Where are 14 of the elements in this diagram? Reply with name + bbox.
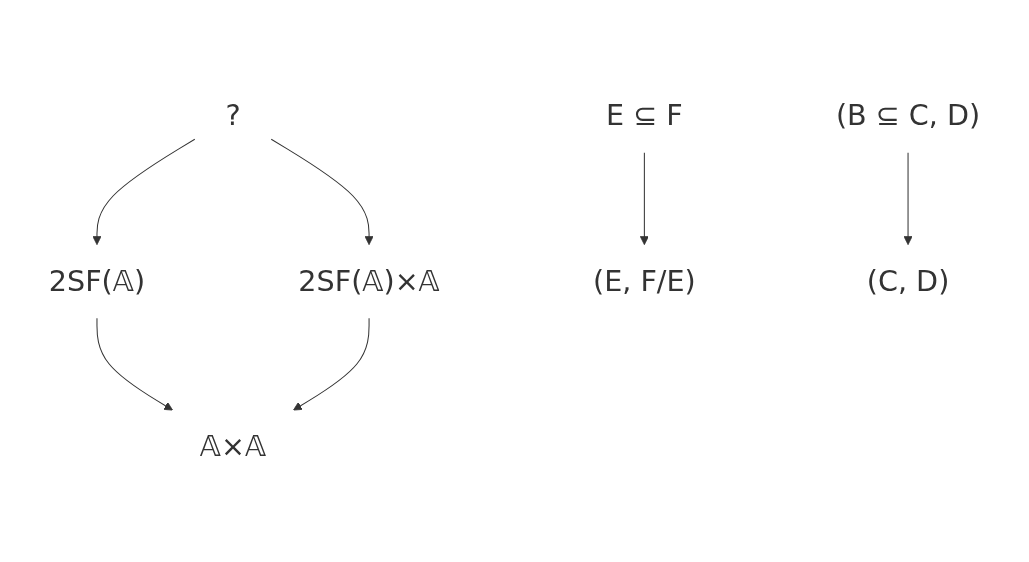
node-text: (B ⊆ C, D) — [835, 98, 981, 132]
node-text: (C, D) — [866, 263, 950, 298]
arrow — [293, 317, 370, 411]
node-text: E ⊆ F — [606, 98, 683, 132]
node-text: ? — [225, 98, 241, 132]
arrow — [639, 151, 649, 245]
node-text: 𝔸×𝔸 — [199, 429, 267, 463]
arrow — [96, 317, 173, 411]
arrow — [903, 151, 913, 245]
node-text: 2SF(𝔸) — [48, 263, 146, 298]
arrow — [270, 138, 374, 245]
node-text: 2SF(𝔸)×𝔸 — [298, 263, 440, 298]
node-text: (E, F/E) — [593, 263, 696, 298]
arrow — [92, 138, 196, 245]
